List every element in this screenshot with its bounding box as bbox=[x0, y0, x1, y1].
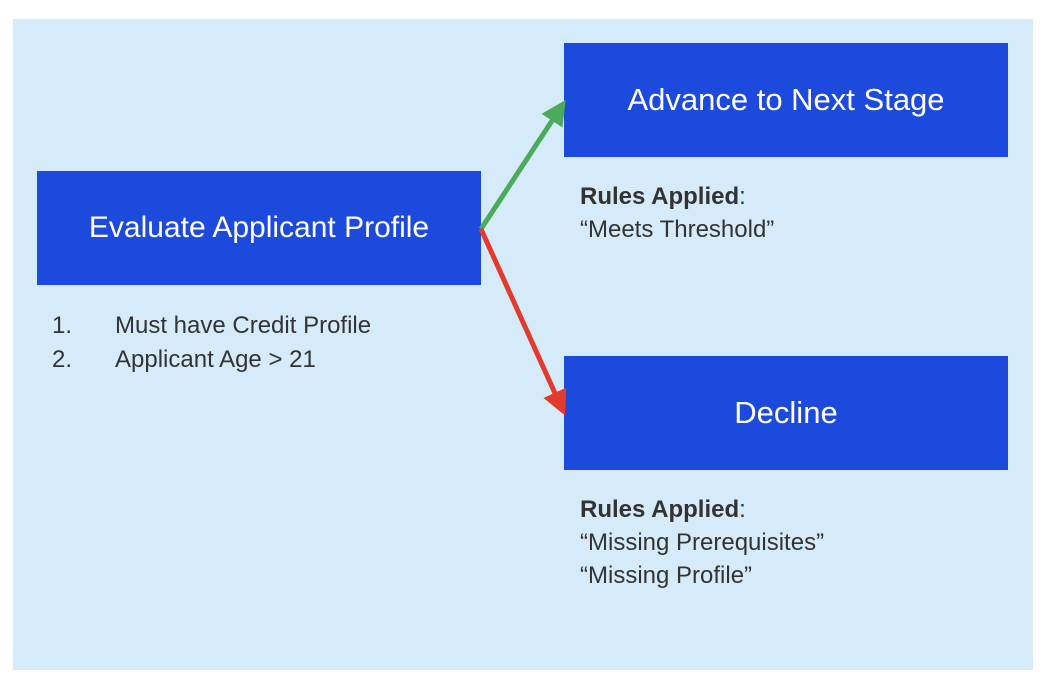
criteria-number: 1. bbox=[52, 312, 73, 339]
advance-rules-block: Rules Applied: “Meets Threshold” bbox=[580, 180, 774, 246]
decline-label: Decline bbox=[734, 395, 838, 430]
criteria-number: 2. bbox=[52, 346, 73, 373]
advance-stage-label: Advance to Next Stage bbox=[627, 82, 945, 117]
decline-rules-heading: Rules Applied: bbox=[580, 496, 746, 523]
advance-rules-heading: Rules Applied: bbox=[580, 183, 746, 210]
criteria-item: 2. Applicant Age > 21 bbox=[52, 343, 371, 377]
decline-node: Decline bbox=[564, 356, 1008, 470]
advance-stage-node: Advance to Next Stage bbox=[564, 43, 1008, 157]
evaluate-applicant-node: Evaluate Applicant Profile bbox=[37, 171, 481, 285]
decline-rules-block: Rules Applied: “Missing Prerequisites” “… bbox=[580, 493, 824, 592]
advance-rule-item: “Meets Threshold” bbox=[580, 216, 775, 243]
criteria-text: Must have Credit Profile bbox=[115, 312, 372, 339]
decline-rule-item: “Missing Profile” bbox=[580, 562, 753, 589]
decline-rule-item: “Missing Prerequisites” bbox=[580, 529, 825, 556]
criteria-list: 1. Must have Credit Profile 2. Applicant… bbox=[52, 309, 371, 377]
criteria-text: Applicant Age > 21 bbox=[115, 346, 316, 373]
evaluate-applicant-label: Evaluate Applicant Profile bbox=[88, 211, 430, 244]
criteria-item: 1. Must have Credit Profile bbox=[52, 309, 371, 343]
